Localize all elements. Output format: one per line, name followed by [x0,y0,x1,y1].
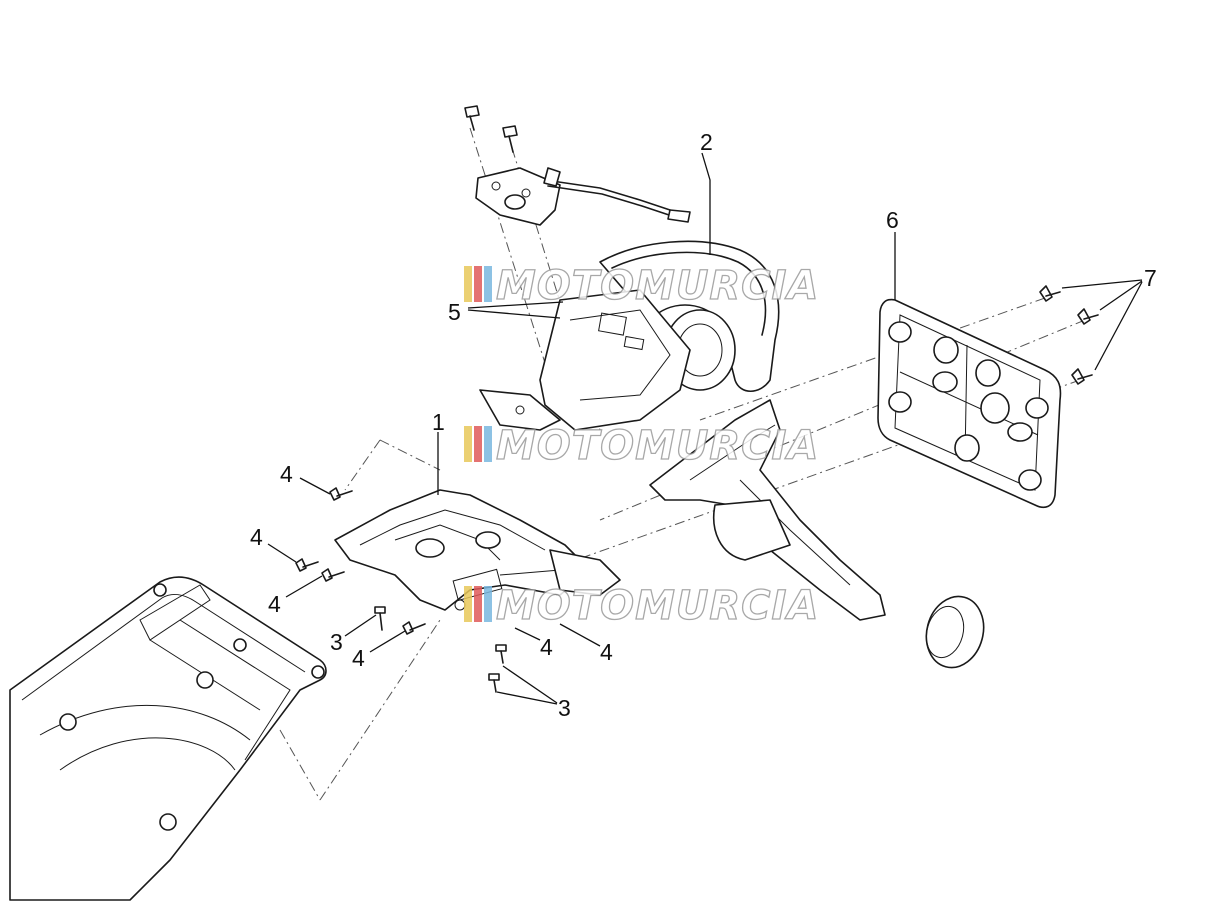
part-4-screws [295,487,426,635]
callout-6: 6 [886,207,899,233]
callout-5: 5 [448,299,461,325]
watermark-stripe [474,586,482,622]
callout-3-a: 3 [330,629,343,655]
callout-3-b: 3 [558,695,571,721]
callout-4-a: 4 [280,461,293,487]
callout-1: 1 [432,409,445,435]
callout-4-f: 4 [600,639,613,665]
callout-4-c: 4 [268,591,281,617]
callout-labels: 2 6 7 5 1 4 4 4 3 4 4 4 3 [250,129,1157,721]
watermark-stripe [464,426,472,462]
watermark-text: MOTOMURCIA [496,583,819,629]
watermark-stripe [484,266,492,302]
callout-4-d: 4 [352,645,365,671]
watermark-stripe [474,266,482,302]
watermark-stripe [484,426,492,462]
watermark-text: MOTOMURCIA [496,263,819,309]
callout-7: 7 [1144,265,1157,291]
part-2-rear-housing [479,240,780,431]
leader-lines [267,152,1143,705]
part-1-mounting-bracket [334,489,621,611]
part-3-screws [374,606,507,693]
sensor-bracket-with-cable [464,105,691,226]
callout-2: 2 [700,129,713,155]
part-6-plate-holder [877,298,1062,509]
watermark-stripe [464,266,472,302]
part-7-screws [1039,285,1099,385]
watermark-stripe [484,586,492,622]
watermark-text: MOTOMURCIA [496,423,819,469]
watermark-bottom: MOTOMURCIA [464,582,819,630]
rear-body-frame [9,576,327,901]
watermark-stripe [474,426,482,462]
watermark-middle: MOTOMURCIA [464,422,819,470]
watermark-stripe [464,586,472,622]
callout-4-b: 4 [250,524,263,550]
watermark-top: MOTOMURCIA [464,262,819,310]
support-arm [649,399,985,669]
callout-4-e: 4 [540,634,553,660]
